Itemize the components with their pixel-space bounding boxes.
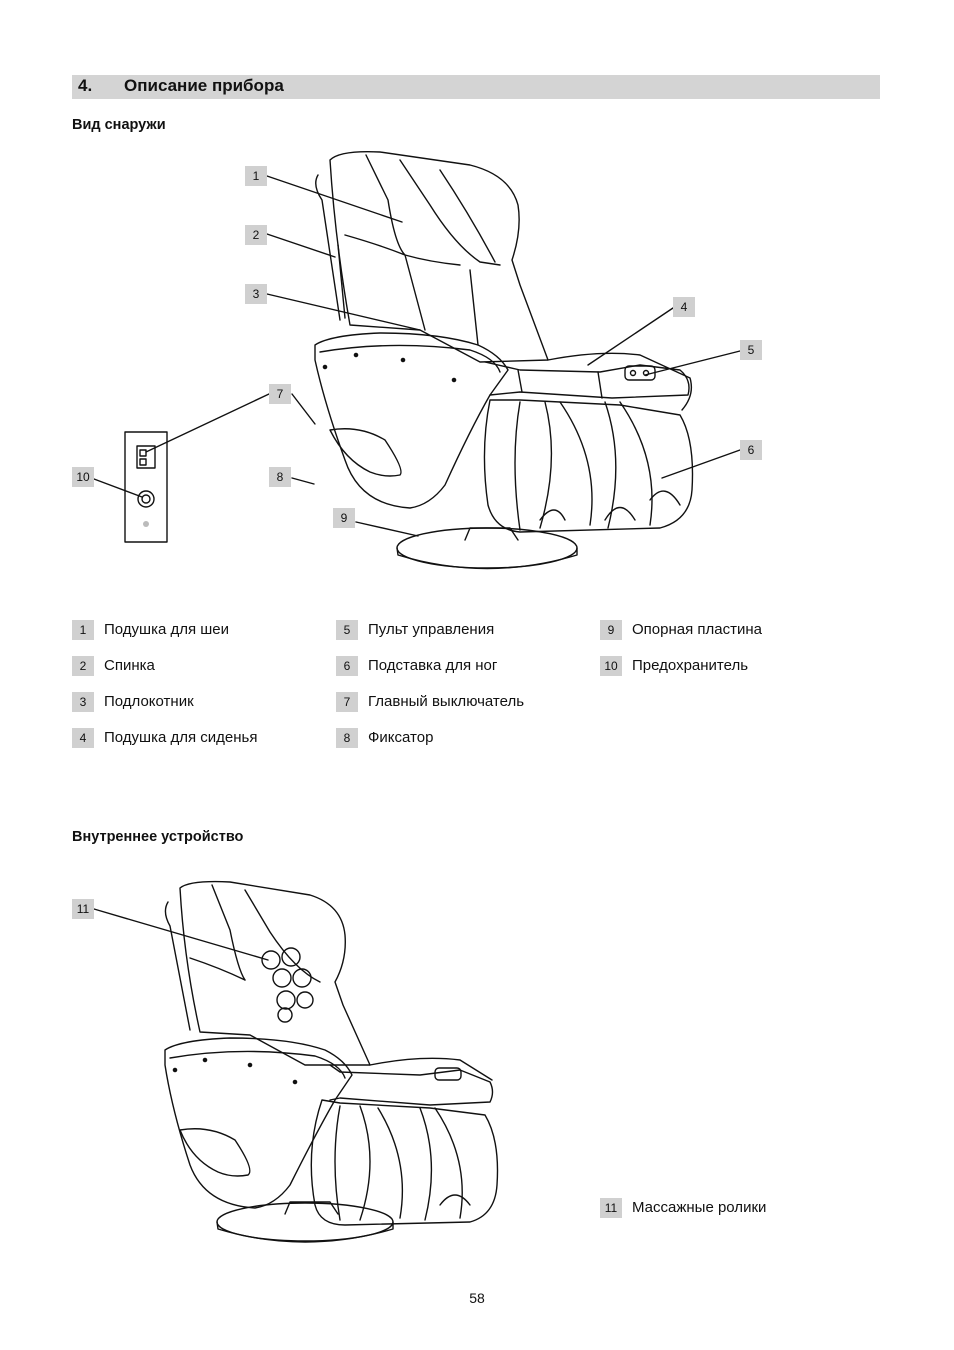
legend-label: Опорная пластина <box>632 621 762 638</box>
callout-5: 5 <box>740 340 762 360</box>
callout-9: 9 <box>333 508 355 528</box>
section-title: Описание прибора <box>124 76 284 95</box>
callout-7: 7 <box>269 384 291 404</box>
legend-number: 11 <box>600 1198 622 1218</box>
legend-number: 2 <box>72 656 94 676</box>
exterior-heading: Вид снаружи <box>72 117 166 133</box>
section-number: 4. <box>78 76 93 95</box>
legend-number: 6 <box>336 656 358 676</box>
legend-number: 4 <box>72 728 94 748</box>
callout-3: 3 <box>245 284 267 304</box>
legend-label: Фиксатор <box>368 729 434 746</box>
interior-heading: Внутреннее устройство <box>72 829 244 845</box>
legend-label: Предохранитель <box>632 657 749 674</box>
callout-2: 2 <box>245 225 267 245</box>
legend-label: Подставка для ног <box>368 657 498 674</box>
callout-6: 6 <box>740 440 762 460</box>
interior-chair-illustration <box>93 880 499 1243</box>
legend-label: Спинка <box>104 657 155 674</box>
page-number: 58 <box>469 1290 485 1306</box>
callout-11: 11 <box>72 899 94 919</box>
legend-label: Подушка для шеи <box>104 621 230 638</box>
legend-label: Пульт управления <box>368 621 495 638</box>
legend-number: 5 <box>336 620 358 640</box>
legend-number: 9 <box>600 620 622 640</box>
callout-4: 4 <box>673 297 695 317</box>
legend-number: 7 <box>336 692 358 712</box>
legend-label: Массажные ролики <box>632 1199 767 1216</box>
legend-number: 8 <box>336 728 358 748</box>
callout-10: 10 <box>72 467 94 487</box>
exterior-chair-illustration <box>93 150 741 570</box>
legend-label: Подлокотник <box>104 693 194 710</box>
callout-1: 1 <box>245 166 267 186</box>
legend-number: 10 <box>600 656 622 676</box>
legend-label: Главный выключатель <box>368 693 525 710</box>
callout-8: 8 <box>269 467 291 487</box>
section-header: 4. Описание прибора <box>72 75 880 99</box>
legend-number: 3 <box>72 692 94 712</box>
legend-number: 1 <box>72 620 94 640</box>
legend-label: Подушка для сиденья <box>104 729 258 746</box>
